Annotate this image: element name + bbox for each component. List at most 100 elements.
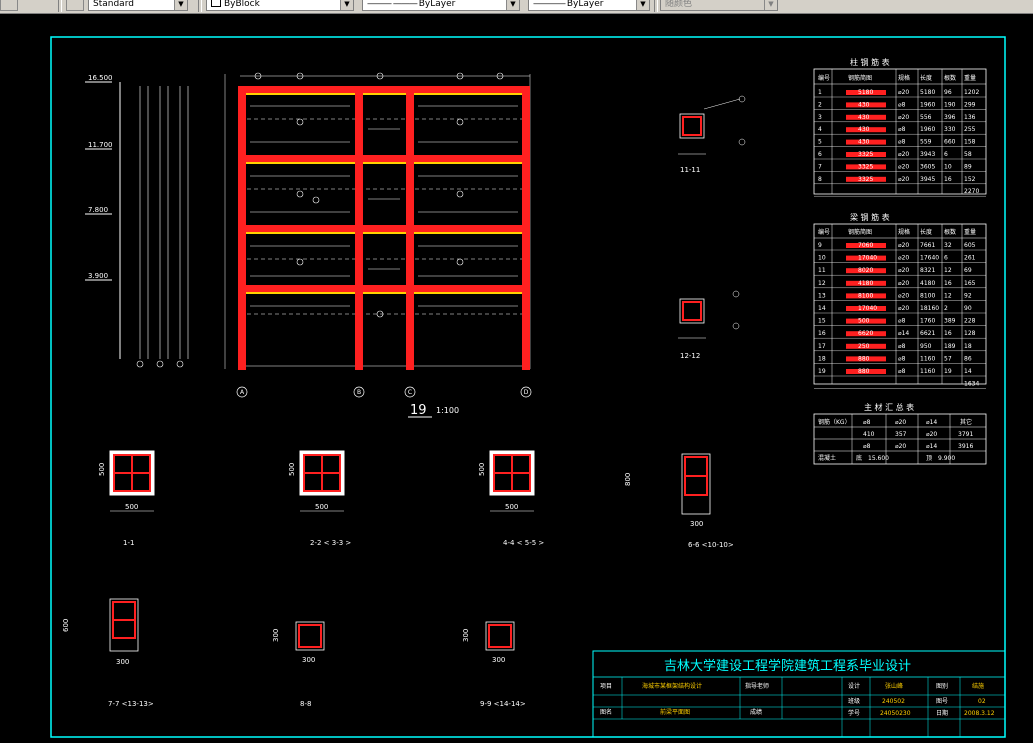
- table-cell: ⌀20: [898, 267, 909, 274]
- table-cell: 7060: [858, 242, 873, 249]
- table-title: 主 材 汇 总 表: [864, 402, 914, 412]
- table-cell: 8321: [920, 267, 935, 274]
- title-block-title: 吉林大学建设工程学院建筑工程系毕业设计: [664, 658, 911, 674]
- section-12-12: 12-12: [678, 290, 740, 360]
- table-cell: 4: [818, 126, 822, 133]
- rebar-shape-icon: [846, 343, 886, 349]
- table-cell: 1: [818, 89, 822, 96]
- plot-style-value: 随颜色: [665, 0, 693, 9]
- chevron-down-icon[interactable]: ▼: [636, 0, 649, 10]
- chevron-down-icon[interactable]: ▼: [764, 0, 777, 10]
- linetype-select[interactable]: ——— ——— ByLayer ▼: [362, 0, 520, 11]
- rebar-shape-icon: [846, 356, 886, 362]
- table-cell: 2: [944, 305, 948, 312]
- table-cell: 228: [964, 318, 976, 325]
- elevation-label: 7.800: [88, 206, 108, 214]
- main-drawing-number: 19: [410, 403, 427, 418]
- table-cell: ⌀20: [898, 176, 909, 183]
- table-header-cell: 根数: [944, 228, 956, 236]
- sheet-category-label: 图别: [936, 682, 948, 690]
- summary-cell: ⌀20: [895, 443, 906, 450]
- section-label: 9-9 <14-14>: [480, 700, 526, 708]
- table-cell: ⌀20: [898, 280, 909, 287]
- table-cell: ⌀20: [898, 114, 909, 121]
- table-header-cell: 编号: [818, 228, 830, 236]
- table-cell: 18160: [920, 305, 939, 312]
- table-cell: 299: [964, 101, 976, 108]
- text-style-icon[interactable]: [66, 0, 84, 11]
- summary-cell: 3916: [958, 443, 973, 450]
- table-cell: 16: [818, 330, 826, 337]
- table-cell: 1634: [964, 381, 979, 388]
- section-label: 7-7 <13-13>: [108, 700, 154, 708]
- table-cell: 16: [944, 330, 952, 337]
- leader-label: 指导老师: [745, 682, 769, 690]
- summary-cell: 其它: [960, 418, 972, 426]
- table-cell: ⌀20: [898, 305, 909, 312]
- section-height: 500: [98, 463, 106, 476]
- section-6-6: 300 800 6-6 <10-10>: [624, 453, 734, 549]
- chevron-down-icon[interactable]: ▼: [506, 0, 519, 10]
- section-label: 6-6 <10-10>: [688, 541, 734, 549]
- table-cell: ⌀8: [898, 355, 906, 362]
- plot-style-select[interactable]: 随颜色 ▼: [660, 0, 778, 11]
- table-cell: 880: [858, 355, 870, 362]
- chevron-down-icon[interactable]: ▼: [340, 0, 353, 10]
- table-cell: 660: [944, 139, 956, 146]
- table-cell: 1960: [920, 101, 935, 108]
- section-2-2: 500 500 2-2 < 3-3 >: [288, 450, 351, 547]
- table-header-cell: 重量: [964, 228, 976, 236]
- table-cell: 3945: [920, 176, 935, 183]
- section-height: 600: [62, 619, 70, 632]
- rebar-shape-icon: [846, 102, 886, 108]
- color-select[interactable]: ByBlock ▼: [206, 0, 354, 11]
- table-cell: 2: [818, 101, 822, 108]
- section-1-1: 500 500 1-1: [98, 450, 155, 547]
- section-height: 300: [462, 629, 470, 642]
- rebar-shape-icon: [846, 139, 886, 145]
- drawing-canvas[interactable]: 16.500 11.700 7.800 3.900: [0, 14, 1033, 743]
- table-title: 梁 钢 筋 表: [850, 212, 890, 222]
- table-header-cell: 重量: [964, 74, 976, 82]
- lineweight-select[interactable]: ———— ByLayer ▼: [528, 0, 650, 11]
- table-cell: 90: [964, 305, 972, 312]
- rebar-shape-icon: [846, 268, 886, 274]
- summary-cell: ⌀20: [926, 431, 937, 438]
- text-style-select[interactable]: Standard ▼: [88, 0, 188, 11]
- section-width: 300: [492, 656, 505, 664]
- chevron-down-icon[interactable]: ▼: [174, 0, 187, 10]
- table-cell: 165: [964, 280, 976, 287]
- table-cell: ⌀20: [898, 255, 909, 262]
- rebar-shape-icon: [846, 164, 886, 170]
- section-label: 11-11: [680, 166, 700, 174]
- linetype-value: ByLayer: [418, 0, 456, 9]
- project-value: 海城市某框架结构设计: [642, 682, 702, 690]
- table-cell: 5180: [858, 89, 873, 96]
- toolbar-button[interactable]: [0, 0, 18, 11]
- class-label: 班级: [848, 697, 860, 705]
- table-header-cell: 长度: [920, 228, 932, 236]
- section-label: 1-1: [123, 539, 134, 547]
- elevation-label: 16.500: [88, 74, 113, 82]
- table-cell: 330: [944, 126, 956, 133]
- summary-cell: 15.600: [868, 455, 889, 462]
- table-cell: 1960: [920, 126, 935, 133]
- summary-cell: 顶: [926, 455, 932, 462]
- table-cell: 128: [964, 330, 976, 337]
- table-cell: 430: [858, 114, 870, 121]
- table-cell: 11: [818, 267, 826, 274]
- table-cell: 57: [944, 355, 952, 362]
- color-value: ByBlock: [224, 0, 260, 9]
- table-cell: 8: [818, 176, 822, 183]
- rebar-shape-icon: [846, 293, 886, 299]
- table-cell: 18: [964, 343, 972, 350]
- table-cell: ⌀8: [898, 101, 906, 108]
- student-id-value: 24050230: [880, 710, 911, 717]
- table-cell: ⌀20: [898, 242, 909, 249]
- section-label: 2-2 < 3-3 >: [310, 539, 351, 547]
- axis-label: C: [408, 389, 412, 396]
- section-width: 500: [315, 503, 328, 511]
- table-cell: 5180: [920, 89, 935, 96]
- sheet-number-label: 图号: [936, 698, 948, 705]
- table-cell: 89: [964, 163, 972, 170]
